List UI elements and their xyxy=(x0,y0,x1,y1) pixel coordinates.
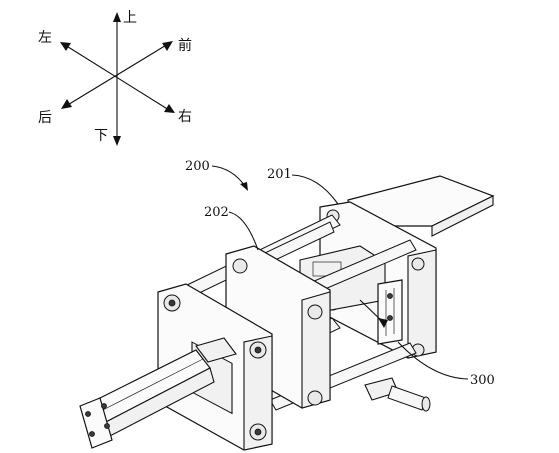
reference-labels: 200 201 202 300 xyxy=(185,159,495,388)
compass-axis-vertical xyxy=(113,12,121,146)
compass-axis-front-back xyxy=(61,41,173,109)
compass-axis-left-right xyxy=(60,42,175,113)
leader-202 xyxy=(228,211,259,251)
label-201: 201 xyxy=(267,167,292,182)
leader-201 xyxy=(291,174,339,205)
leader-300 xyxy=(397,341,469,380)
lower-drive xyxy=(364,377,431,412)
label-300: 300 xyxy=(470,373,495,388)
direction-right-label: 右 xyxy=(178,109,192,125)
direction-back-label: 后 xyxy=(38,110,52,126)
direction-up-label: 上 xyxy=(123,10,137,26)
label-202: 202 xyxy=(204,205,229,220)
direction-front-label: 前 xyxy=(178,37,192,54)
direction-left-label: 左 xyxy=(38,30,52,46)
direction-down-label: 下 xyxy=(94,128,108,144)
leader-200 xyxy=(211,165,246,187)
machine-assembly xyxy=(79,175,495,451)
hydraulic-cylinder xyxy=(79,337,237,449)
label-200: 200 xyxy=(185,159,210,174)
leader-200-arrow xyxy=(240,182,248,191)
direction-compass: 上 下 左 右 前 后 xyxy=(38,10,192,146)
